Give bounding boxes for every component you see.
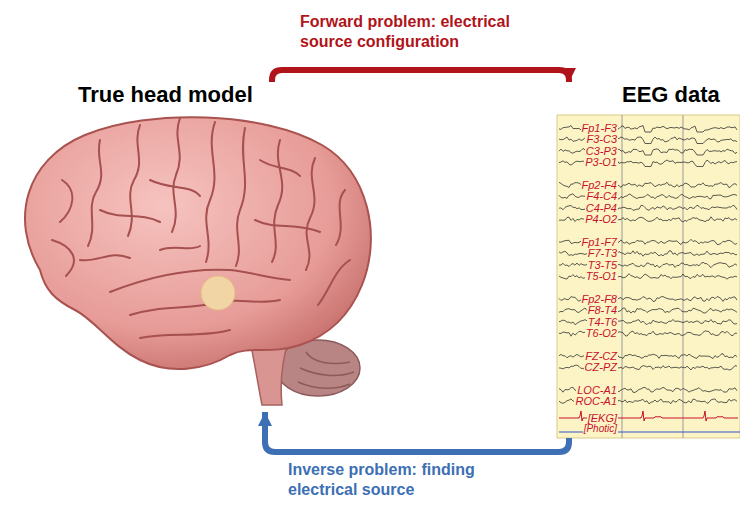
channel-label: P4-O2	[584, 214, 618, 225]
edge-label: Forward problem: electrical source confi…	[300, 12, 540, 52]
channel-label: F4-C4	[585, 191, 618, 202]
channel-label: T4-T6	[587, 317, 618, 328]
channel-label: LOC-A1	[576, 385, 618, 396]
channel-label: FZ-CZ	[584, 351, 618, 362]
channel-label: C4-P4	[585, 203, 618, 214]
channel-label: Fp1-F3	[581, 123, 618, 134]
channel-label: ROC-A1	[574, 396, 618, 407]
channel-label: T5-O1	[585, 271, 618, 282]
channel-label: [Photic]	[583, 424, 618, 434]
node-title: True head model	[78, 82, 253, 108]
channel-label: F7-T3	[587, 248, 618, 259]
channel-label: Fp2-F8	[581, 294, 618, 305]
channel-label: P3-O1	[584, 157, 618, 168]
head-model-node: True head model	[10, 82, 375, 412]
channel-label: Fp1-F7	[581, 237, 618, 248]
channel-label: [EKG]	[587, 413, 618, 424]
forward-arrow	[272, 70, 569, 82]
inverse-arrow	[265, 412, 569, 452]
channel-label: CZ-PZ	[584, 362, 618, 373]
channel-label: C3-P3	[585, 146, 618, 157]
edge-label: Inverse problem: finding electrical sour…	[288, 460, 528, 500]
channel-label: T6-O2	[585, 328, 618, 339]
node-title: EEG data	[622, 82, 720, 108]
channel-label: Fp2-F4	[581, 180, 618, 191]
channel-label: T3-T5	[587, 260, 618, 271]
channel-label: F3-C3	[585, 134, 618, 145]
channel-label: F8-T4	[587, 305, 618, 316]
